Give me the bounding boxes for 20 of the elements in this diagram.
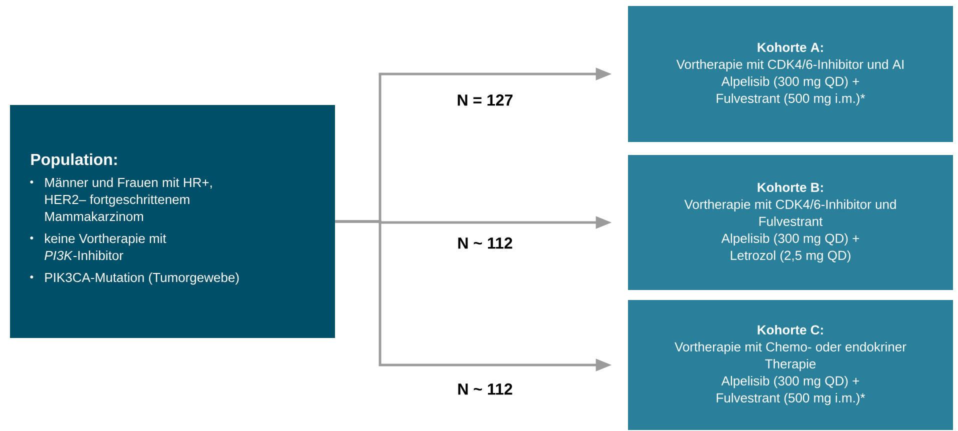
body-text: Alpelisib (300 mg QD) + Letrozol (2,5 mg QD) xyxy=(721,233,860,263)
list-item: keine Vortherapie mit PI3K-Inhibitor xyxy=(44,234,166,260)
body-text: Alpelisib (300 mg QD) + Fulvestrant (500 mg i.m.)* xyxy=(716,376,866,406)
edge-label: N ~ 112 xyxy=(458,237,512,249)
heading: Kohorte C: xyxy=(758,324,823,334)
body-text: Alpelisib (300 mg QD) + Fulvestrant (500 mg i.m.)* xyxy=(716,76,866,106)
heading: Population: xyxy=(31,153,117,168)
body-text: Vortherapie mit CDK4/6-Inhibitor und AI xyxy=(676,59,904,72)
heading: Kohorte A: xyxy=(758,42,823,52)
body-text: Vortherapie mit Chemo- oder endokriner Therapie xyxy=(674,342,906,372)
edge-label: N = 127 xyxy=(458,94,513,106)
list-item: PIK3CA-Mutation (Tumorgewebe) xyxy=(45,272,239,285)
edge-label: N ~ 112 xyxy=(458,383,512,395)
cohort-box xyxy=(10,105,335,338)
cohort-box xyxy=(628,300,954,430)
cohort-box xyxy=(628,6,954,142)
cohort-box xyxy=(628,155,954,290)
body-text: Vortherapie mit CDK4/6-Inhibitor und Fulvestrant xyxy=(684,199,896,226)
heading: Kohorte B: xyxy=(758,182,823,192)
list-item: Männer und Frauen mit HR+, HER2– fortgeschrittenem Mammakarzinom xyxy=(45,178,212,222)
